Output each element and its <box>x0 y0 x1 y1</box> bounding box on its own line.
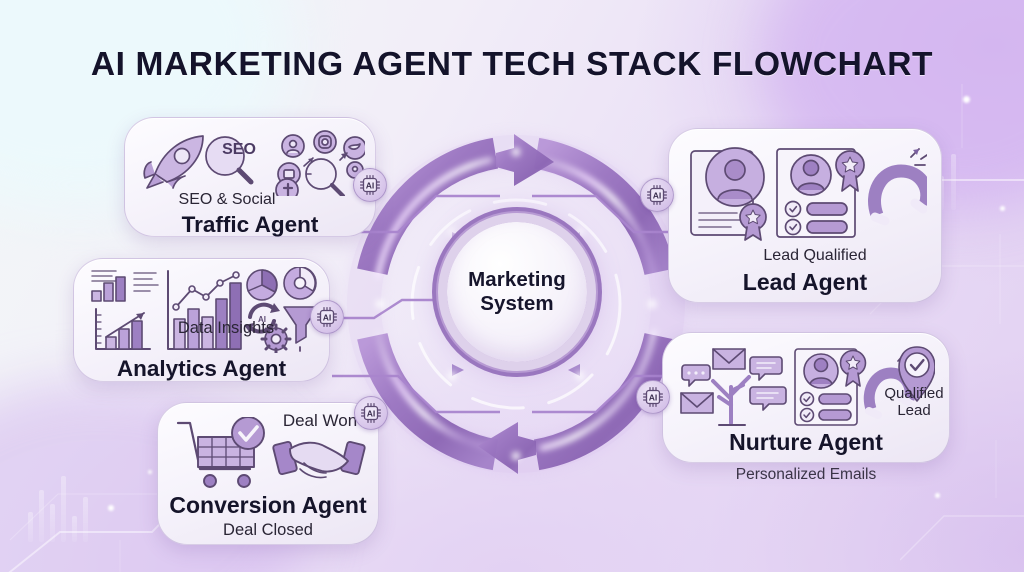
ai-chip-label: AI <box>366 181 375 191</box>
email-tree-icon <box>680 348 787 426</box>
ai-chip-icon: AI <box>317 307 337 327</box>
chat-bubble-icon <box>749 386 787 411</box>
card-analytics-agent-title: Analytics Agent <box>116 356 287 381</box>
ai-chip-nurture[interactable]: AI <box>636 380 670 414</box>
traffic-agent-icons <box>143 130 365 196</box>
analytics-agent-icons: AI <box>91 267 319 353</box>
card-conversion-agent-sub: Deal Closed <box>223 521 313 539</box>
ai-chip-traffic[interactable]: AI <box>353 168 387 202</box>
bg-bars-left <box>28 470 98 542</box>
ai-chip-icon: AI <box>360 175 380 195</box>
hub-label: Marketing System <box>468 268 566 316</box>
ai-chip-lead[interactable]: AI <box>640 178 674 212</box>
seo-label: SEO <box>222 141 256 158</box>
bg-spark <box>963 96 970 103</box>
page-title: AI MARKETING AGENT TECH STACK FLOWCHART <box>90 46 934 83</box>
magnet-icon <box>868 148 927 226</box>
bg-spark <box>1000 206 1005 211</box>
ring-arrowhead-top <box>496 134 554 186</box>
cart-check-icon <box>176 417 265 488</box>
chat-bubble-icon <box>749 356 783 381</box>
ai-chip-label: AI <box>649 393 658 403</box>
card-lead-agent-title: Lead Agent <box>742 269 868 295</box>
refresh-ai-icon: AI <box>244 302 280 334</box>
svg-text:AI: AI <box>258 315 266 324</box>
hub-label-line2: System <box>480 292 554 315</box>
card-nurture-agent-sub: Qualified Lead <box>884 385 944 420</box>
card-lead-agent[interactable]: Lead Qualified Lead Agent <box>668 128 942 303</box>
card-conversion-agent[interactable]: Deal Won Conversion Agent Deal Closed <box>157 402 379 545</box>
card-analytics-agent[interactable]: AI Data Insights Analytic <box>73 258 330 382</box>
ai-chip-icon: AI <box>361 403 381 423</box>
gear-icon <box>260 323 292 353</box>
pie-chart-icon <box>246 269 278 301</box>
location-check-pin-icon <box>898 346 935 402</box>
line-bar-chart-icon <box>167 270 242 350</box>
social-cluster-icon <box>275 130 365 196</box>
ribbon-badge-icon <box>839 349 867 387</box>
nurture-agent-icons <box>680 346 935 426</box>
nurture-agent-outside-sub: Personalized Emails <box>735 466 877 483</box>
chat-bubble-icon <box>681 364 711 387</box>
ai-chip-analytics[interactable]: AI <box>310 300 344 334</box>
envelope-icon <box>712 348 746 370</box>
donut-chart-icon <box>283 267 317 300</box>
envelope-icon <box>680 392 714 414</box>
card-traffic-agent[interactable]: SEO & Social Traffic Agent <box>124 117 376 237</box>
card-conversion-agent-title: Conversion Agent <box>169 492 367 518</box>
card-nurture-agent-title: Nurture Agent <box>729 429 883 455</box>
card-lead-agent-sub: Lead Qualified <box>763 247 867 264</box>
card-analytics-agent-sub: Data Insights <box>177 319 275 337</box>
lead-agent-icons <box>690 147 927 241</box>
bg-spark <box>108 505 114 511</box>
id-card-icon <box>690 147 767 241</box>
bar-chart-icon <box>91 270 159 302</box>
card-traffic-agent-sub: SEO & Social <box>178 191 276 208</box>
ai-chip-conversion[interactable]: AI <box>354 396 388 430</box>
hub-label-line1: Marketing <box>468 268 566 292</box>
ribbon-badge-icon <box>739 203 767 241</box>
ring-arrowhead-bottom <box>478 422 536 474</box>
handshake-icon <box>272 440 366 479</box>
ai-chip-label: AI <box>653 191 662 201</box>
card-traffic-agent-title: Traffic Agent <box>181 212 319 237</box>
rocket-icon <box>143 135 204 189</box>
profile-checklist-icon <box>776 148 865 238</box>
ai-chip-icon: AI <box>643 387 663 407</box>
card-nurture-agent[interactable]: Qualified Lead Nurture Agent <box>662 332 950 463</box>
ai-chip-label: AI <box>323 313 332 323</box>
bg-spark <box>935 493 940 498</box>
marketing-system-cycle-ring <box>320 104 700 504</box>
bg-spark <box>148 470 152 474</box>
hub-marketing-system[interactable]: Marketing System <box>447 222 587 362</box>
growth-chart-icon <box>95 308 151 350</box>
ai-chip-label: AI <box>367 409 376 419</box>
profile-checklist-icon <box>794 348 867 426</box>
ai-chip-icon: AI <box>647 185 667 205</box>
